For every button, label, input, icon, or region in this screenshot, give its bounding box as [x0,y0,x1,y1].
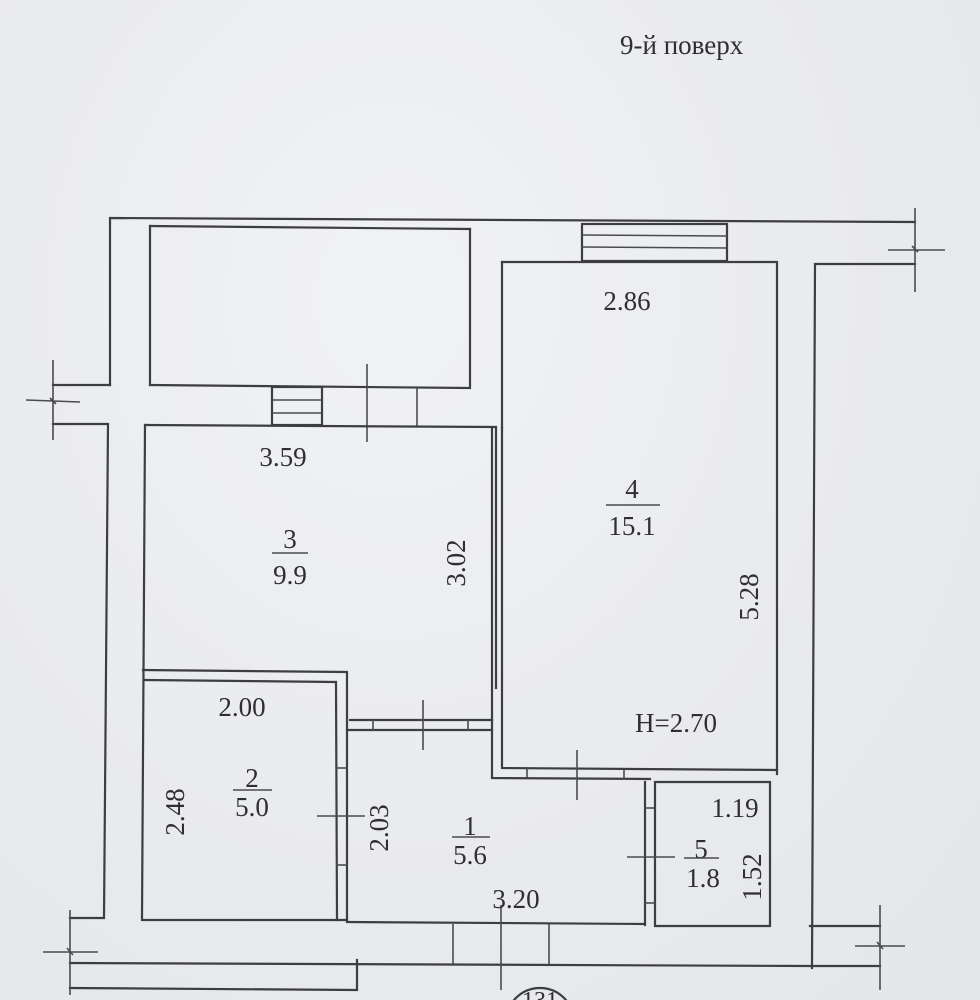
room-1-area: 5.6 [453,840,487,870]
room-5-walls [627,780,772,928]
apartment-number-circle [512,986,568,1000]
room-3-area: 9.9 [273,560,307,590]
room-2-area: 5.0 [235,792,269,822]
room-4-area: 15.1 [608,511,655,541]
apartment-number: 131 [522,988,558,1000]
dim-room1-length: 2.03 [364,804,394,851]
room-2-number: 2 [245,763,259,793]
entrance-door [345,905,647,990]
dim-room2-length: 2.48 [160,788,190,835]
dim-room5-length: 1.52 [737,853,767,900]
loggia [148,227,472,390]
room-4-number: 4 [625,474,639,504]
room-4-walls [490,260,779,800]
dim-room1-width: 3.20 [492,884,539,914]
room-1-door [345,700,494,750]
ceiling-height: H=2.70 [635,708,717,738]
floor-title: 9-й поверх [620,30,744,60]
room-5-number: 5 [694,834,708,864]
dim-room4-width: 2.86 [603,286,650,316]
window-room-4 [580,222,729,263]
dim-room3-length: 3.02 [441,539,471,586]
room-2-walls [140,668,365,922]
room-3-walls [143,260,504,722]
dim-room5-width: 1.19 [711,793,758,823]
balcony-door [270,364,418,442]
room-3-number: 3 [283,524,297,554]
exterior-walls [25,208,945,995]
dim-room4-length: 5.28 [734,573,764,620]
room-5-area: 1.8 [686,863,720,893]
dim-room3-width: 3.59 [259,442,306,472]
room-1-number: 1 [463,811,477,841]
dim-room2-width: 2.00 [218,692,265,722]
